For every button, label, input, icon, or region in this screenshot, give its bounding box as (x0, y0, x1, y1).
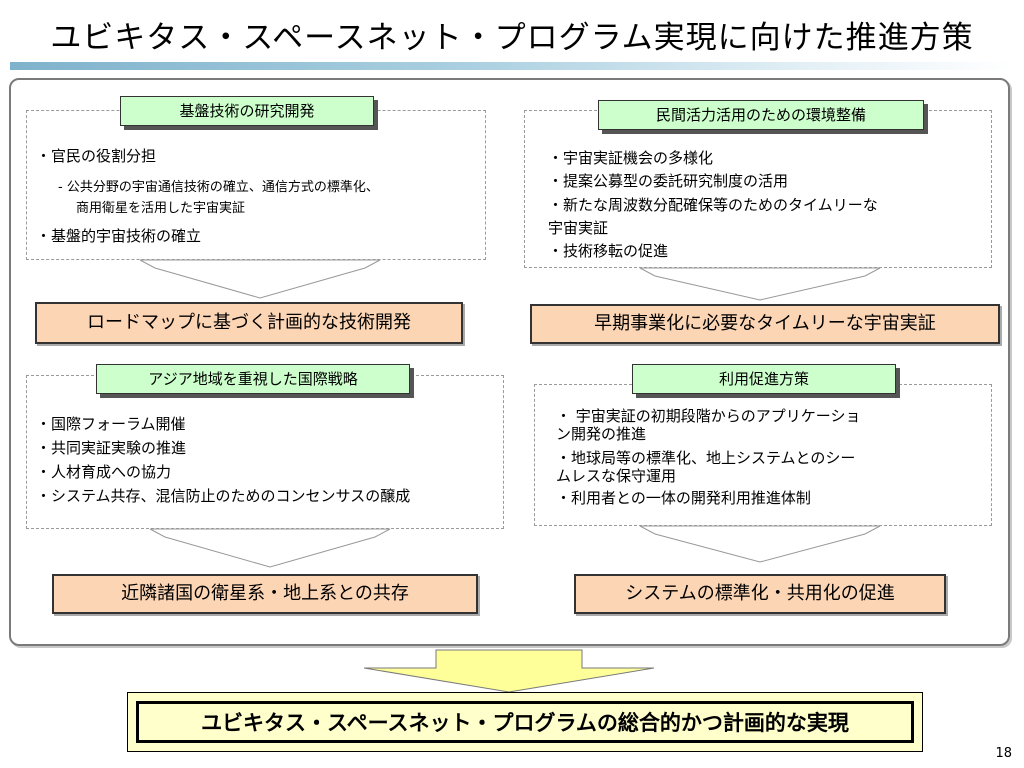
q4-item-4: ムレスな保守運用 (556, 467, 677, 485)
conclusion-arrow (363, 649, 655, 693)
q1-item-1: ・官民の役割分担 (36, 147, 157, 165)
q4-label: 利用促進方策 (632, 364, 896, 394)
q2-detail-box (524, 110, 992, 268)
slide-title: ユビキタス・スペースネット・プログラム実現に向けた推進方策 (50, 20, 974, 56)
q3-arrow (149, 528, 391, 568)
q1-item-2: ‐ 公共分野の宇宙通信技術の確立、通信方式の標準化、 (58, 180, 379, 195)
q4-item-3: ・地球局等の標準化、地上システムとのシー (556, 449, 856, 467)
q3-outcome: 近隣諸国の衛星系・地上系との共存 (52, 574, 478, 614)
q2-arrow (639, 267, 881, 301)
q1-item-3: 商用衛星を活用した宇宙実証 (76, 201, 246, 216)
q4-arrow (639, 525, 881, 563)
q2-item-2: ・提案公募型の委託研究制度の活用 (548, 172, 789, 190)
q1-arrow (139, 259, 381, 299)
q1-label: 基盤技術の研究開発 (120, 96, 374, 126)
q3-label: アジア地域を重視した国際戦略 (96, 364, 410, 394)
q3-item-4: ・システム共存、混信防止のためのコンセンサスの醸成 (36, 487, 411, 505)
q1-item-4: ・基盤的宇宙技術の確立 (36, 227, 202, 245)
q2-item-4: 宇宙実証 (548, 219, 609, 237)
q2-outcome: 早期事業化に必要なタイムリーな宇宙実証 (530, 304, 1000, 344)
q4-item-5: ・利用者との一体の開発利用推進体制 (556, 489, 811, 507)
q3-item-2: ・共同実証実験の推進 (36, 439, 187, 457)
q2-item-5: ・技術移転の促進 (548, 242, 669, 260)
title-underline (10, 62, 1014, 70)
main-frame (9, 78, 1010, 646)
q4-item-2: ン開発の推進 (556, 425, 647, 443)
q3-item-1: ・国際フォーラム開催 (36, 415, 186, 433)
q3-item-3: ・人材育成への協力 (36, 463, 172, 481)
conclusion-text: ユビキタス・スペースネット・プログラムの総合的かつ計画的な実現 (136, 701, 914, 743)
q2-label: 民間活力活用のための環境整備 (598, 100, 924, 130)
q4-item-1: ・ 宇宙実証の初期段階からのアプリケーショ (556, 407, 861, 425)
page-number: 18 (995, 746, 1012, 761)
q2-item-1: ・宇宙実証機会の多様化 (548, 149, 714, 167)
q4-outcome: システムの標準化・共用化の促進 (574, 574, 946, 614)
q2-item-3: ・新たな周波数分配確保等のためのタイムリーな (548, 196, 878, 214)
conclusion-box: ユビキタス・スペースネット・プログラムの総合的かつ計画的な実現 (127, 692, 923, 752)
q1-outcome: ロードマップに基づく計画的な技術開発 (35, 302, 463, 344)
